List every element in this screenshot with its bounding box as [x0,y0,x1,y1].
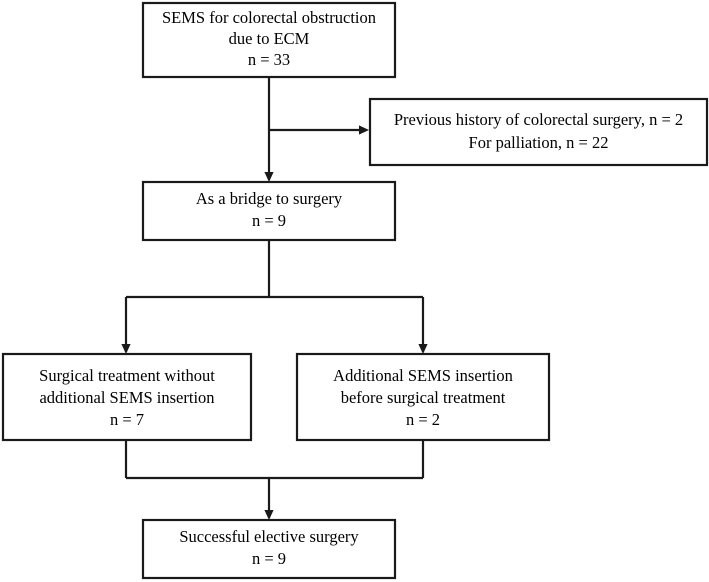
node-additional-sems-line-3: n = 2 [406,410,440,429]
node-root-line-3: n = 33 [248,50,290,69]
node-outcome: Successful elective surgery n = 9 [141,518,397,580]
arrowhead-split-to-left-box [121,344,131,354]
arrowhead-root-to-excluded [359,125,369,135]
node-surgery-no-additional-line-3: n = 7 [110,410,144,429]
node-surgery-no-additional: Surgical treatment without additional SE… [1,352,253,442]
node-root-line-2: due to ECM [229,29,310,48]
node-surgery-no-additional-line-1: Surgical treatment without [39,366,215,385]
node-root-line-1: SEMS for colorectal obstruction [162,8,376,27]
arrowhead-merge-to-outcome [264,510,274,520]
node-outcome-line-2: n = 9 [252,549,286,568]
node-excluded: Previous history of colorectal surgery, … [368,97,709,167]
node-bridge-line-2: n = 9 [252,211,286,230]
node-additional-sems-line-2: before surgical treatment [341,388,506,407]
node-excluded-line-1: Previous history of colorectal surgery, … [394,110,683,129]
node-outcome-box [141,518,397,580]
node-excluded-box [368,97,709,167]
node-surgery-no-additional-line-2: additional SEMS insertion [39,388,214,407]
node-bridge: As a bridge to surgery n = 9 [141,180,397,242]
node-excluded-line-2: For palliation, n = 22 [469,133,609,152]
node-additional-sems: Additional SEMS insertion before surgica… [295,352,551,442]
node-bridge-line-1: As a bridge to surgery [196,189,343,208]
node-bridge-box [141,180,397,242]
node-additional-sems-line-1: Additional SEMS insertion [333,366,513,385]
node-outcome-line-1: Successful elective surgery [179,527,359,546]
node-additional-sems-box [295,352,551,442]
node-surgery-no-additional-box [1,352,253,442]
arrowhead-split-to-right-box [418,344,428,354]
node-root-box [141,1,397,79]
node-root: SEMS for colorectal obstruction due to E… [141,1,397,79]
arrowhead-root-to-bridge [264,172,274,182]
